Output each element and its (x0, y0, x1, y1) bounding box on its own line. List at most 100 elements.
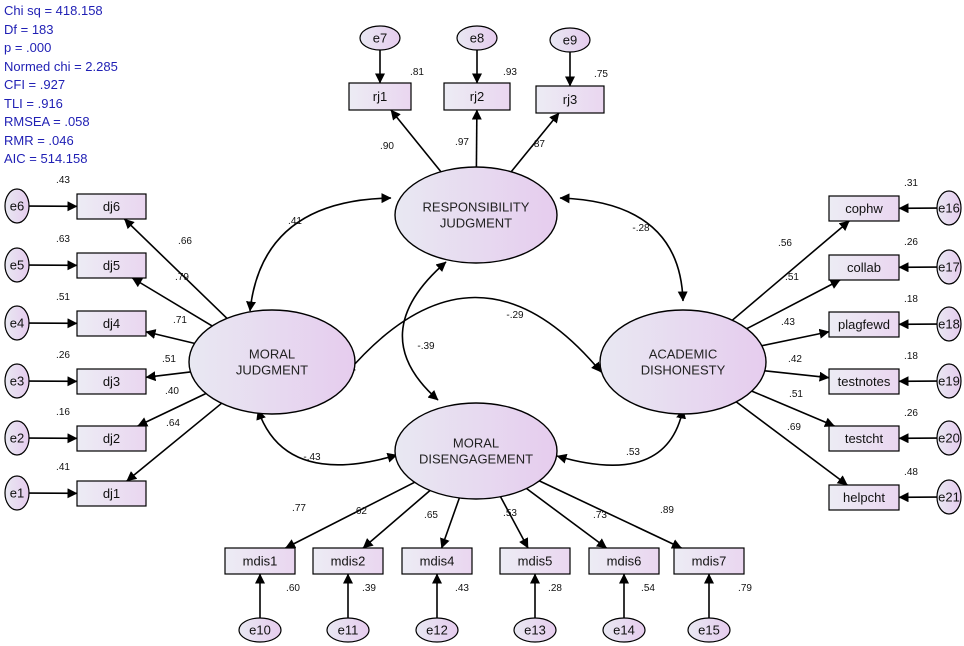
indicator-box-collab (828, 254, 900, 281)
fit-stat-normed-chi: Normed chi = 2.285 (4, 58, 118, 74)
indicator-label-mdis5: mdis5 (518, 554, 553, 569)
loading-label-collab: .51 (785, 272, 799, 283)
indicator-label-mdis7: mdis7 (692, 554, 727, 569)
covariance-arrow-mj-rj (246, 193, 392, 312)
indicator-box-plagfewd (828, 311, 900, 338)
indicator-box-mdis1 (224, 547, 296, 575)
r2-label-rj2: .93 (503, 67, 517, 78)
latent-label-md-1: DISENGAGEMENT (419, 452, 533, 467)
error-ellipse-e19 (936, 363, 962, 399)
loading-label-dj4: .71 (173, 315, 187, 326)
indicator-box-rj3 (535, 85, 605, 114)
indicator-box-dj1 (76, 480, 147, 507)
loading-label-mdis2: .62 (353, 506, 367, 517)
loading-label-dj3: .51 (162, 354, 176, 365)
error-label-e19: e19 (938, 374, 960, 389)
covariance-arrow-rj-ad (559, 193, 688, 302)
indicator-label-rj2: rj2 (470, 89, 484, 104)
latent-ellipse-ad (599, 309, 767, 415)
indicator-box-mdis2 (312, 547, 384, 575)
loading-label-rj3: .87 (531, 139, 545, 150)
r2-label-rj1: .81 (410, 67, 424, 78)
loading-label-mdis5: .53 (503, 508, 517, 519)
loading-label-mdis6: .73 (593, 510, 607, 521)
fit-stat-df: Df = 183 (4, 21, 54, 37)
loading-arrow-mdis2 (362, 489, 431, 549)
latent-ellipse-md (394, 402, 558, 500)
loading-arrow-rj3 (510, 112, 560, 173)
r2-label-rj3: .75 (594, 69, 608, 80)
indicator-box-rj2 (443, 82, 511, 111)
indicator-box-dj3 (76, 368, 147, 395)
covariance-arrow-mj-md (256, 409, 398, 466)
indicator-label-plagfewd: plagfewd (838, 317, 890, 332)
loading-arrow-dj2 (137, 392, 207, 427)
fit-stat-rmsea: RMSEA = .058 (4, 114, 90, 129)
error-label-e1: e1 (10, 486, 24, 501)
r2-label-mdis6: .54 (641, 583, 655, 594)
covariance-label-md-ad: .53 (626, 447, 640, 458)
loading-label-dj1: .64 (166, 418, 180, 429)
error-ellipse-e16 (936, 190, 962, 226)
error-label-e20: e20 (938, 431, 960, 446)
indicator-box-testnotes (828, 368, 900, 395)
r2-label-mdis7: .79 (738, 583, 752, 594)
loading-label-dj6: .66 (178, 236, 192, 247)
covariance-label-rj-ad: -.28 (632, 223, 650, 234)
indicator-box-mdis5 (499, 547, 571, 575)
loading-label-cophw: .56 (778, 238, 792, 249)
indicator-label-testcht: testcht (845, 431, 884, 446)
loading-label-mdis4: .65 (424, 510, 438, 521)
covariance-layer: .41-.28-.29-.39-.43.53 (246, 193, 688, 467)
indicator-label-cophw: cophw (845, 201, 883, 216)
r2-label-dj3: .26 (56, 350, 70, 361)
fit-stat-cfi: CFI = .927 (4, 77, 66, 92)
error-label-e2: e2 (10, 431, 24, 446)
error-ellipse-e21 (936, 479, 962, 515)
covariance-arrow-md-ad (556, 408, 687, 467)
error-ellipse-e9 (549, 27, 591, 53)
loading-label-mdis1: .77 (292, 503, 306, 514)
loading-arrow-cophw (731, 220, 850, 321)
node-layer: rj1e7rj2e8rj3e9dj6e6dj5e5dj4e4dj3e3dj2e2… (4, 25, 962, 643)
indicator-label-helpcht: helpcht (843, 490, 885, 505)
latent-label-rj-0: RESPONSIBILITY (423, 200, 530, 215)
indicator-box-dj2 (76, 425, 147, 452)
indicator-label-mdis6: mdis6 (607, 554, 642, 569)
error-label-e15: e15 (698, 623, 720, 638)
error-ellipse-e8 (456, 25, 498, 51)
error-ellipse-e2 (4, 420, 30, 456)
error-label-e13: e13 (524, 623, 546, 638)
loading-arrow-mdis6 (526, 487, 607, 549)
covariance-arrow-mj-ad (345, 296, 602, 375)
loading-label-rj2: .97 (455, 137, 469, 148)
loading-label-dj5: .79 (175, 272, 189, 283)
loading-label-testnotes: .42 (788, 354, 802, 365)
error-label-e4: e4 (10, 316, 24, 331)
r2-label-collab: .26 (904, 237, 918, 248)
indicator-label-collab: collab (847, 260, 881, 275)
error-label-e6: e6 (10, 199, 24, 214)
loading-label-testcht: .51 (789, 389, 803, 400)
error-label-e21: e21 (938, 490, 960, 505)
latent-label-ad-1: DISHONESTY (641, 363, 726, 378)
indicator-label-dj2: dj2 (103, 431, 120, 446)
error-ellipse-e3 (4, 363, 30, 399)
error-ellipse-e14 (602, 617, 646, 643)
loading-arrow-dj4 (145, 329, 195, 345)
error-ellipse-e7 (359, 25, 401, 51)
error-label-e16: e16 (938, 201, 960, 216)
covariance-label-mj-rj: .41 (288, 216, 302, 227)
loading-arrow-mdis1 (285, 481, 415, 549)
r2-label-plagfewd: .18 (904, 294, 918, 305)
loading-arrow-rj1 (390, 109, 442, 173)
r2-label-testcht: .26 (904, 408, 918, 419)
error-label-e12: e12 (426, 623, 448, 638)
fit-stat-aic: AIC = 514.158 (4, 151, 88, 166)
loading-arrow-dj1 (126, 402, 223, 482)
indicator-box-dj4 (76, 310, 147, 337)
loading-label-helpcht: .69 (787, 422, 801, 433)
fit-stat-chi-sq: Chi sq = 418.158 (4, 3, 103, 18)
loading-arrow-testnotes (764, 370, 830, 382)
